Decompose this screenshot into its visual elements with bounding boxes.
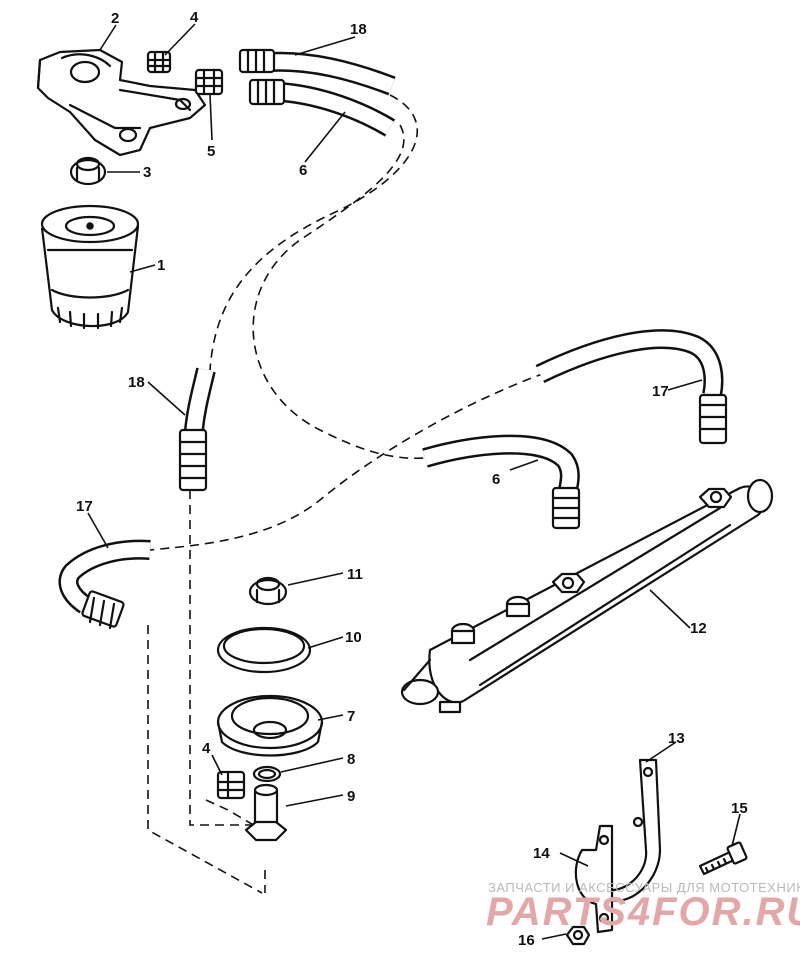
callout-15: 15 bbox=[731, 800, 748, 817]
callouts: 2 4 18 5 6 3 1 18 17 6 17 11 12 10 7 13 … bbox=[76, 9, 748, 949]
hose-17-left bbox=[58, 539, 151, 630]
center-fitting bbox=[248, 576, 288, 606]
adapter-housing bbox=[216, 694, 324, 757]
callout-18-top: 18 bbox=[350, 21, 367, 38]
nut bbox=[565, 925, 591, 946]
callout-8: 8 bbox=[347, 751, 355, 768]
connector-fitting bbox=[194, 68, 224, 96]
callout-5: 5 bbox=[207, 143, 215, 160]
callout-17-right: 17 bbox=[652, 383, 669, 400]
hose-6-middle bbox=[422, 434, 581, 530]
watermark-tagline: ЗАПЧАСТИ И АКСЕССУАРЫ ДЛЯ МОТОТЕХНИКИ bbox=[488, 880, 800, 895]
leader-lines bbox=[87, 23, 741, 940]
callout-4-bottom: 4 bbox=[202, 740, 211, 757]
hex-nipple bbox=[244, 783, 288, 842]
callout-16: 16 bbox=[518, 932, 535, 949]
gasket-ring bbox=[216, 626, 312, 674]
oil-cooler bbox=[400, 478, 774, 714]
fitting-top bbox=[146, 50, 172, 74]
hose-18-top bbox=[238, 48, 396, 96]
routing-lines bbox=[147, 94, 546, 894]
callout-1: 1 bbox=[157, 257, 165, 274]
hose-18-middle bbox=[178, 367, 216, 492]
hose-6-top bbox=[248, 78, 396, 137]
callout-18-middle: 18 bbox=[128, 374, 145, 391]
fitting-bottom bbox=[216, 770, 246, 800]
adapter-nipple bbox=[69, 156, 107, 186]
callout-6-top: 6 bbox=[299, 162, 307, 179]
callout-6-middle: 6 bbox=[492, 471, 500, 488]
filter-mount-bracket bbox=[36, 48, 207, 157]
watermark-logo: PARTS4FOR.RU bbox=[486, 890, 800, 934]
callout-7: 7 bbox=[347, 708, 355, 725]
clamp-14 bbox=[574, 824, 614, 934]
callout-14: 14 bbox=[533, 845, 550, 862]
hose-17-right bbox=[535, 329, 728, 445]
callout-17-left: 17 bbox=[76, 498, 93, 515]
callout-10: 10 bbox=[345, 629, 362, 646]
callout-11: 11 bbox=[347, 566, 363, 583]
callout-12: 12 bbox=[690, 620, 707, 637]
bolt bbox=[698, 841, 748, 876]
oil-filter bbox=[40, 204, 140, 330]
callout-13: 13 bbox=[668, 730, 685, 747]
callout-4-top: 4 bbox=[190, 9, 199, 26]
sealing-washer bbox=[252, 765, 282, 783]
watermark: ЗАПЧАСТИ И АКСЕССУАРЫ ДЛЯ МОТОТЕХНИКИ PA… bbox=[486, 880, 800, 934]
callout-9: 9 bbox=[347, 788, 355, 805]
callout-3: 3 bbox=[143, 164, 151, 181]
callout-2: 2 bbox=[111, 10, 119, 27]
